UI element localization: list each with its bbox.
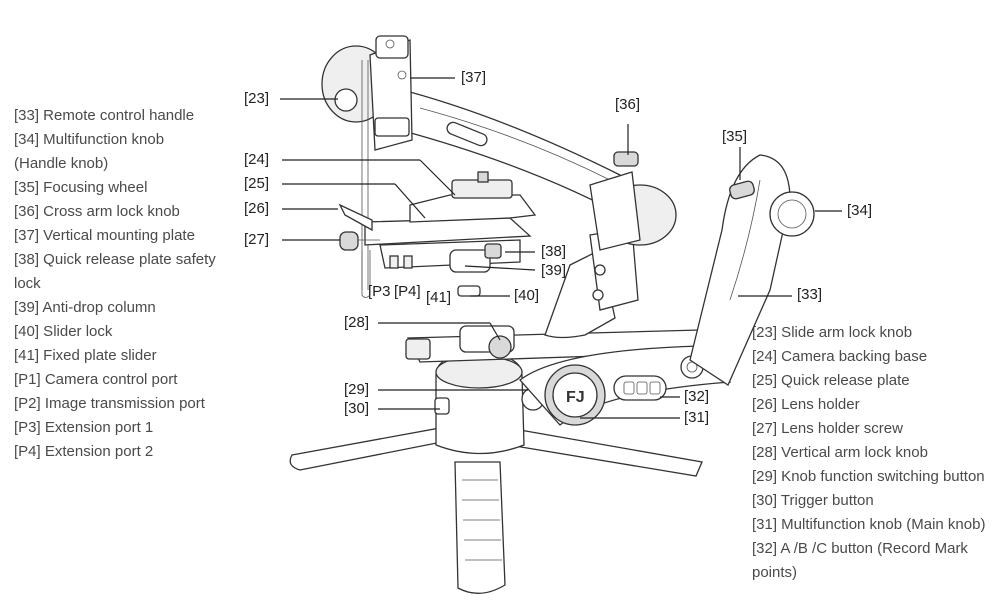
gimbal-body (434, 351, 545, 455)
callout-31: [31] (684, 409, 710, 426)
callout-33: [33] (797, 286, 823, 303)
tilt-motor (321, 35, 413, 290)
tripod (289, 427, 703, 594)
legend-item: [25] Quick release plate (752, 372, 910, 389)
callout-p4: [P4] (394, 283, 421, 300)
callout-23: [23] (244, 90, 270, 107)
legend-item: [37] Vertical mounting plate (14, 227, 195, 244)
legend-item: [29] Knob function switching button (752, 468, 985, 485)
callout-27: [27] (244, 231, 270, 248)
callout-26: [26] (244, 200, 270, 217)
legend-item: [27] Lens holder screw (752, 420, 903, 437)
callout-34: [34] (847, 202, 873, 219)
legend-item: [26] Lens holder (752, 396, 860, 413)
callout-30: [30] (344, 400, 370, 417)
legend-left: [33] Remote control handle [34] Multifun… (14, 104, 239, 464)
callout-36: [36] (615, 96, 641, 113)
callout-41: [41] (426, 289, 452, 306)
legend-item: [34] Multifunction knob (Handle knob) (14, 131, 165, 172)
legend-right: [23] Slide arm lock knob [24] Camera bac… (752, 321, 1007, 585)
callout-37: [37] (461, 69, 487, 86)
legend-item: [39] Anti-drop column (14, 299, 156, 316)
legend-item: [35] Focusing wheel (14, 179, 148, 196)
camera-plate (364, 171, 537, 297)
remote-handle (689, 154, 815, 386)
legend-item: [32] A /B /C button (Record Mark points) (752, 540, 968, 581)
callout-28: [28] (344, 314, 370, 331)
svg-text:FJ: FJ (566, 389, 585, 406)
callout-29: [29] (344, 381, 370, 398)
callout-35: [35] (722, 128, 748, 145)
legend-item: [31] Multifunction knob (Main knob) (752, 516, 986, 533)
lens-holder (338, 203, 380, 298)
callout-32: [32] (684, 388, 710, 405)
legend-item: [36] Cross arm lock knob (14, 203, 180, 220)
callout-39: [39] (541, 262, 567, 279)
callout-38: [38] (541, 243, 567, 260)
legend-item: [23] Slide arm lock knob (752, 324, 913, 341)
legend-item: [28] Vertical arm lock knob (752, 444, 928, 461)
gimbal-arm (394, 87, 677, 339)
callout-40: [40] (514, 287, 540, 304)
legend-item: [30] Trigger button (752, 492, 874, 509)
callout-p3: [P3 (368, 283, 391, 300)
legend-item: [40] Slider lock (14, 323, 113, 340)
legend-item: [P2] Image transmission port (14, 395, 205, 412)
legend-item: [33] Remote control handle (14, 107, 195, 124)
legend-item: [P3] Extension port 1 (14, 419, 154, 436)
legend-item: [38] Quick release plate safety lock (14, 251, 216, 292)
callout-24: [24] (244, 151, 270, 168)
leader-lines (280, 77, 842, 419)
legend-item: [P4] Extension port 2 (14, 443, 154, 460)
legend-item: [P1] Camera control port (14, 371, 178, 388)
legend-item: [24] Camera backing base (752, 348, 928, 365)
callout-25: [25] (244, 175, 270, 192)
legend-item: [41] Fixed plate slider (14, 347, 157, 364)
